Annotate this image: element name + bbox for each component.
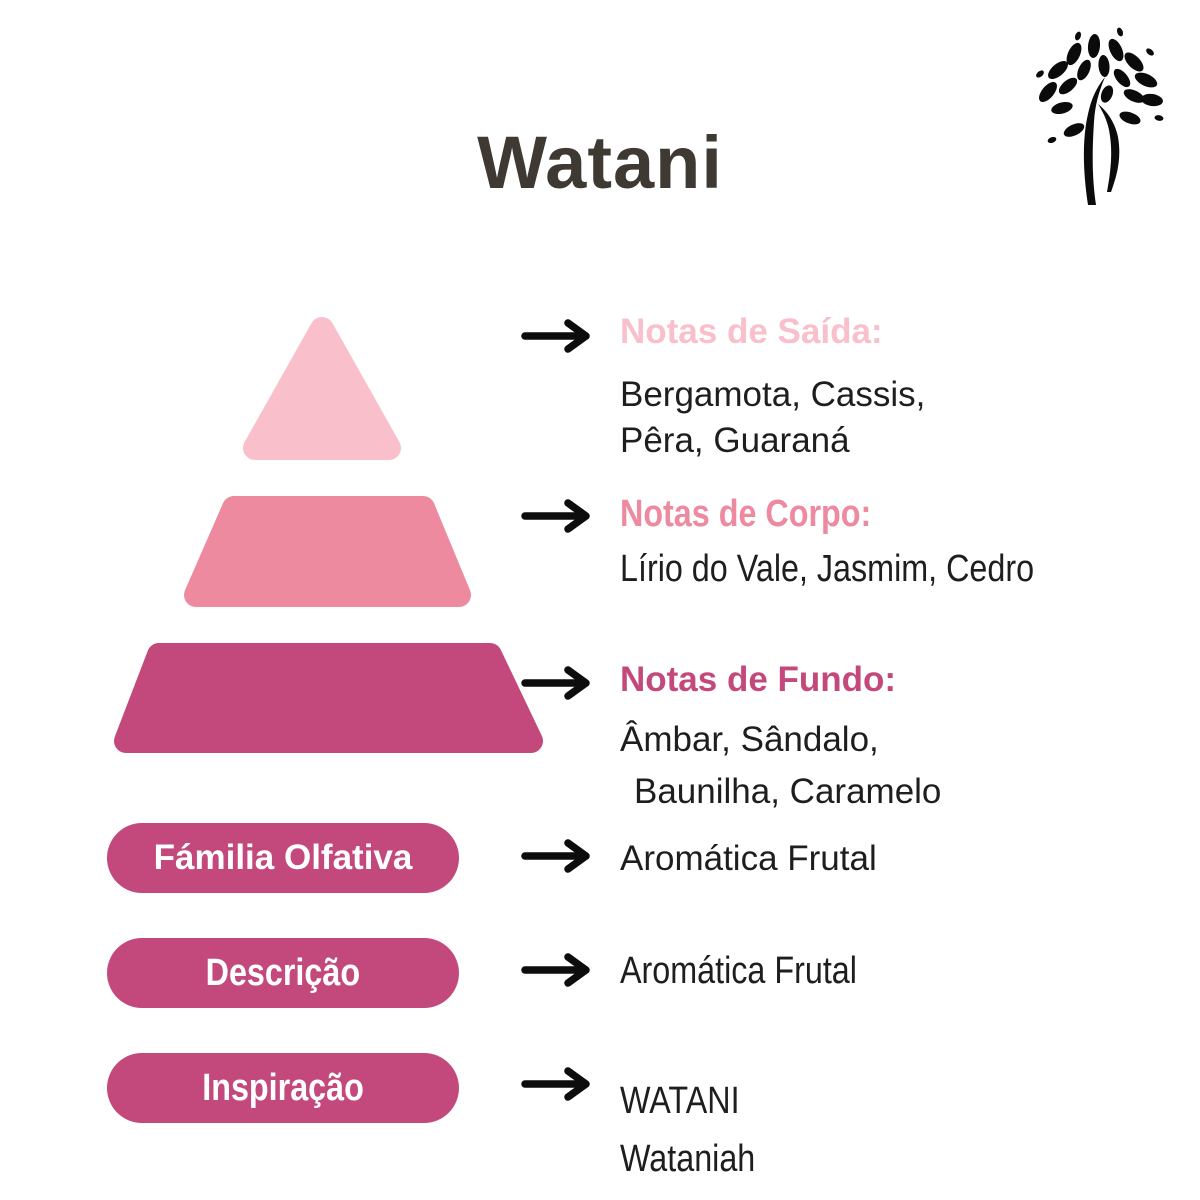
- heart-notes-list: Lírio do Vale, Jasmim, Cedro: [620, 546, 1107, 593]
- arrow-right-icon: [521, 666, 590, 700]
- heart-notes-heading: Notas de Corpo:: [620, 492, 916, 537]
- arrow-right-icon: [521, 953, 590, 987]
- top-notes-heading: Notas de Saída:: [620, 312, 883, 351]
- heart-notes-line-1: Lírio do Vale, Jasmim, Cedro: [620, 548, 1035, 590]
- inspiration-line-1: WATANI: [620, 1080, 740, 1122]
- attribute-pill-olfactory-family: Fámilia Olfativa: [107, 823, 459, 893]
- top-notes-line-2: Pêra, Guaraná: [620, 421, 850, 460]
- inspiration-line-2: Wataniah: [620, 1138, 756, 1180]
- pyramid-level-top: [243, 317, 401, 460]
- attribute-pill-label: Descrição: [205, 951, 361, 994]
- attribute-value-description: Aromática Frutal: [620, 950, 857, 992]
- base-notes-line-1: Âmbar, Sândalo,: [620, 720, 879, 759]
- top-notes-line-1: Bergamota, Cassis,: [620, 375, 926, 414]
- top-notes-list: Bergamota, Cassis, Pêra, Guaraná: [620, 372, 925, 464]
- base-notes-heading: Notas de Fundo:: [620, 660, 897, 699]
- arrow-right-icon: [521, 1067, 590, 1101]
- attribute-value-inspiration: WATANI Wataniah: [620, 1072, 779, 1188]
- attribute-pill-label: Inspiração: [202, 1066, 364, 1109]
- arrow-right-icon: [521, 499, 590, 533]
- fragrance-pyramid: [114, 317, 543, 753]
- pyramid-level-bottom: [114, 643, 543, 753]
- attribute-pill-inspiration: Inspiração: [107, 1053, 459, 1123]
- attribute-value-olfactory-family: Aromática Frutal: [620, 839, 877, 878]
- base-notes-list: Âmbar, Sândalo, Baunilha, Caramelo: [620, 714, 941, 818]
- attribute-pill-label: Fámilia Olfativa: [153, 838, 413, 877]
- page-title: Watani: [477, 121, 723, 204]
- base-notes-line-2: Baunilha, Caramelo: [634, 772, 942, 811]
- attribute-pill-description: Descrição: [107, 938, 459, 1008]
- pyramid-level-middle: [184, 496, 471, 607]
- heart-notes-heading-text: Notas de Corpo:: [620, 493, 872, 535]
- arrow-right-icon: [521, 839, 590, 873]
- tree-person-logo: [1036, 27, 1164, 205]
- arrow-right-icon: [521, 319, 590, 353]
